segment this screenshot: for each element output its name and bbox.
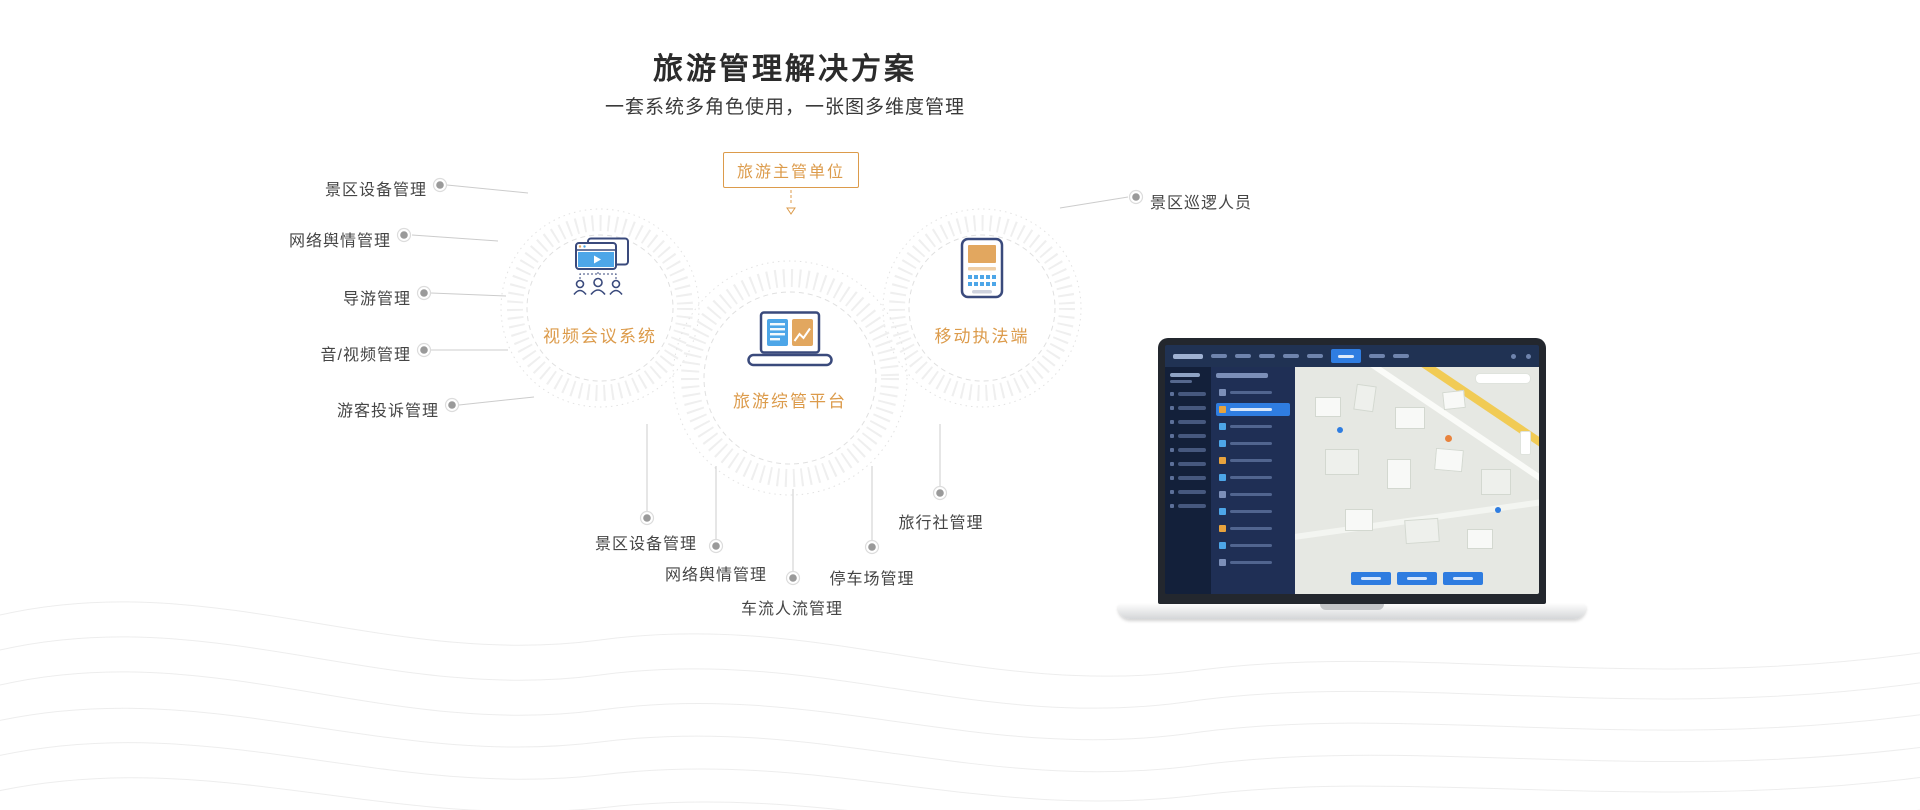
map-tool-button (1351, 572, 1391, 585)
map-building (1481, 469, 1511, 495)
page-subtitle: 一套系统多角色使用，一张图多维度管理 (604, 97, 965, 118)
settings-icon (1526, 353, 1531, 359)
laptop-mockup (1118, 338, 1586, 628)
nav-item (1283, 354, 1299, 358)
dashboard-body (1165, 367, 1539, 594)
node-video-conference: 视频会议系统 (485, 193, 715, 423)
feature-label-left-1: 景区设备管理 (324, 182, 427, 199)
node-mobile-terminal: 移动执法端 (867, 193, 1097, 423)
node-label-video: 视频会议系统 (543, 327, 657, 346)
dashboard-map (1295, 367, 1539, 594)
attendee-figures (573, 277, 623, 296)
feature-label-bottom-4: 停车场管理 (829, 571, 915, 588)
feature-label-left-5: 游客投诉管理 (336, 403, 439, 420)
map-building (1395, 407, 1425, 429)
map-tool-button (1443, 572, 1483, 585)
node-platform: 旅游综管平台 (655, 243, 925, 513)
laptop-icon (747, 311, 833, 367)
nav-item (1369, 354, 1385, 358)
dashboard-logo (1173, 353, 1203, 359)
feature-label-bottom-1: 景区设备管理 (594, 536, 697, 553)
video-conference-icon (573, 237, 629, 296)
laptop-screen (1158, 338, 1546, 604)
map-building (1353, 383, 1377, 413)
node-label-mobile: 移动执法端 (934, 327, 1030, 346)
laptop-base (1118, 604, 1586, 619)
map-tool-button (1397, 572, 1437, 585)
map-building (1404, 517, 1440, 545)
feature-label-bottom-5: 旅行社管理 (898, 515, 984, 532)
nav-item (1307, 354, 1323, 358)
map-marker-blue (1495, 507, 1501, 513)
dashboard-topbar (1165, 345, 1539, 367)
map-building (1315, 397, 1341, 417)
map-building (1442, 389, 1466, 411)
nav-item (1211, 354, 1227, 358)
authority-box: 旅游主管单位 (723, 152, 859, 188)
keypad-dots (968, 275, 996, 286)
laptop-notch (1320, 604, 1384, 610)
map-building (1325, 449, 1359, 475)
list-lines (770, 323, 785, 341)
nav-item-active (1331, 349, 1361, 363)
map-marker-orange (1445, 435, 1452, 442)
map-building (1434, 447, 1464, 473)
feature-label-bottom-3: 车流人流管理 (740, 601, 843, 618)
node-ring (500, 208, 700, 408)
dashboard-screenshot (1165, 345, 1539, 594)
dashboard-sidebar-secondary (1211, 367, 1295, 594)
map-building (1467, 529, 1493, 549)
map-building (1387, 459, 1411, 489)
feature-label-right-1: 景区巡逻人员 (1150, 195, 1253, 212)
authority-arrow (786, 190, 796, 215)
map-toolbar (1351, 572, 1483, 585)
wave-lines (0, 601, 1920, 810)
nav-item (1393, 354, 1409, 358)
nav-item (1235, 354, 1251, 358)
map-search-pill (1475, 373, 1531, 384)
page-title: 旅游管理解决方案 (653, 53, 917, 86)
user-icon (1511, 353, 1516, 359)
feature-label-left-3: 导游管理 (342, 291, 411, 308)
mobile-terminal-icon (960, 237, 1004, 299)
map-zoom-control (1520, 431, 1531, 455)
nav-item (1259, 354, 1275, 358)
dashboard-sidebar-primary (1165, 367, 1211, 594)
map-marker-blue (1337, 427, 1343, 433)
node-ring (882, 208, 1082, 408)
feature-label-left-4: 音/视频管理 (320, 347, 411, 364)
node-label-platform: 旅游综管平台 (733, 392, 847, 411)
feature-label-bottom-2: 网络舆情管理 (664, 567, 767, 584)
feature-label-left-2: 网络舆情管理 (288, 233, 391, 250)
map-building (1345, 509, 1373, 531)
node-ring (672, 260, 908, 496)
